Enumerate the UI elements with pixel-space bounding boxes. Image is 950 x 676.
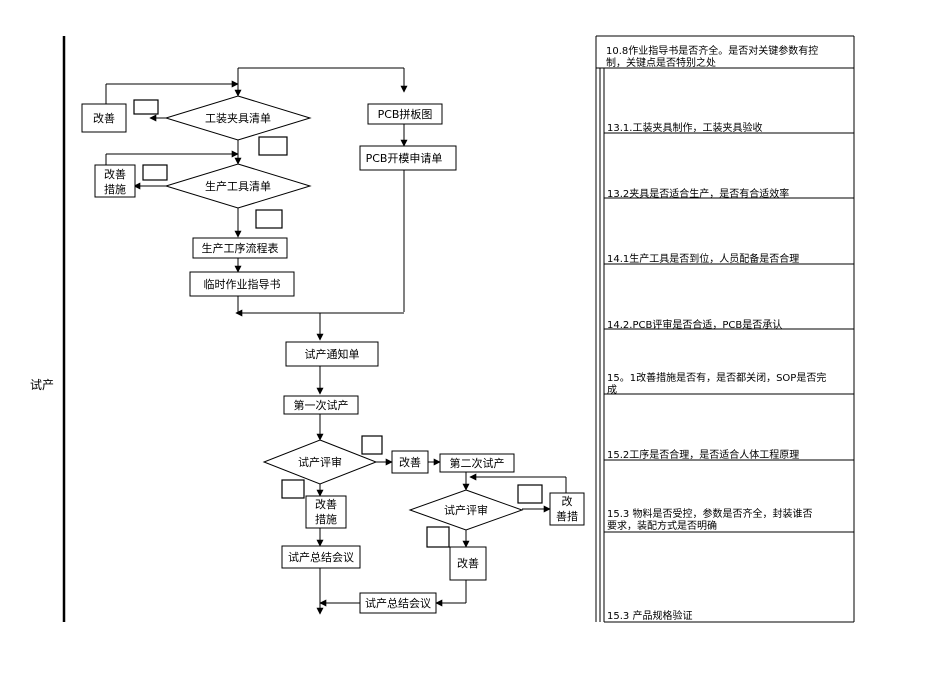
second-trial-box xyxy=(439,453,515,473)
improve-box-3 xyxy=(449,546,487,581)
production-tools-label: 生产工具清单 xyxy=(205,179,271,193)
improve-label-1: 改善 xyxy=(93,111,115,125)
improve-measures-1-line1: 改善 xyxy=(104,167,126,181)
checkpoint-text: 15.2工序是否合理，是否适合人体工程原理 xyxy=(607,448,799,461)
trial-review-1-label: 试产评审 xyxy=(298,455,342,469)
first-trial-box xyxy=(283,395,359,415)
trial-summary-label-2: 试产总结会议 xyxy=(365,596,431,610)
trial-summary-label-1: 试产总结会议 xyxy=(288,550,354,564)
improve-box-2 xyxy=(391,450,429,474)
empty-markers xyxy=(133,99,543,548)
checkpoint-text: 成 xyxy=(607,384,617,396)
tooling-list-decision xyxy=(164,95,312,141)
trial-review-2-decision xyxy=(408,489,524,531)
trial-summary-box-2 xyxy=(359,592,437,614)
improve-measures-3-line1: 改 xyxy=(562,494,573,508)
checkpoint-text: 10.8作业指导书是否齐全。是否对关键参数有控 xyxy=(606,44,818,57)
process-flow-table-box xyxy=(192,237,288,259)
checkpoint-text: 13.1.工装夹具制作，工装夹具验收 xyxy=(607,121,762,134)
checkpoint-text: 制，关键点是否特别之处 xyxy=(606,56,716,69)
trial-notice-box xyxy=(285,341,379,367)
improve-measures-box-1 xyxy=(94,164,136,198)
flow-nodes: 工装夹具清单 改善 PCB拼板图 改善 措施 生产工具清单 PCB开模申请单 生… xyxy=(81,95,585,614)
temp-work-instruction-label: 临时作业指导书 xyxy=(204,277,281,291)
first-trial-label: 第一次试产 xyxy=(294,398,349,412)
improve-measures-box-2 xyxy=(305,495,347,529)
process-flow-table-label: 生产工序流程表 xyxy=(202,241,279,255)
improve-measures-1-line2: 措施 xyxy=(104,182,126,196)
pcb-mold-request-box xyxy=(359,145,457,171)
temp-work-instruction-box xyxy=(189,271,295,297)
improve-measures-2-line1: 改善 xyxy=(315,497,337,511)
checkpoint-text: 15.3 产品规格验证 xyxy=(607,609,692,622)
checkpoint-text: 13.2夹具是否适合生产，是否有合适效率 xyxy=(607,187,789,200)
pcb-mold-request-label: PCB开模申请单 xyxy=(366,152,443,165)
checkpoint-text: 15。1改善措施是否有，是否都关闭，SOP是否完 xyxy=(607,371,826,384)
trial-review-1-decision xyxy=(262,439,378,485)
improve-measures-3-line2: 善措 xyxy=(556,509,578,523)
improve-measures-2-line2: 措施 xyxy=(315,512,337,526)
stage-label: 试产 xyxy=(30,377,54,392)
improve-label-3: 改善 xyxy=(457,556,479,570)
checkpoint-text: 15.3 物料是否受控，参数是否齐全，封装谁否 xyxy=(607,507,812,520)
pcb-panel-box xyxy=(367,103,443,125)
checkpoint-text: 要求，装配方式是否明确 xyxy=(607,519,717,532)
trial-summary-box-1 xyxy=(281,545,361,569)
second-trial-label: 第二次试产 xyxy=(450,456,505,470)
connectors xyxy=(105,67,567,615)
improve-label-2: 改善 xyxy=(399,455,421,469)
checkpoint-text: 14.2.PCB评审是否合适，PCB是否承认 xyxy=(607,318,782,331)
production-tools-decision xyxy=(164,163,312,209)
improve-measures-box-3 xyxy=(549,492,585,526)
improve-box-1 xyxy=(81,103,127,133)
trial-notice-label: 试产通知单 xyxy=(305,347,360,361)
trial-review-2-label: 试产评审 xyxy=(444,503,488,517)
tooling-list-label: 工装夹具清单 xyxy=(205,112,271,125)
checkpoint-text: 14.1生产工具是否到位，人员配备是否合理 xyxy=(607,252,799,265)
pcb-panel-label: PCB拼板图 xyxy=(378,107,433,121)
